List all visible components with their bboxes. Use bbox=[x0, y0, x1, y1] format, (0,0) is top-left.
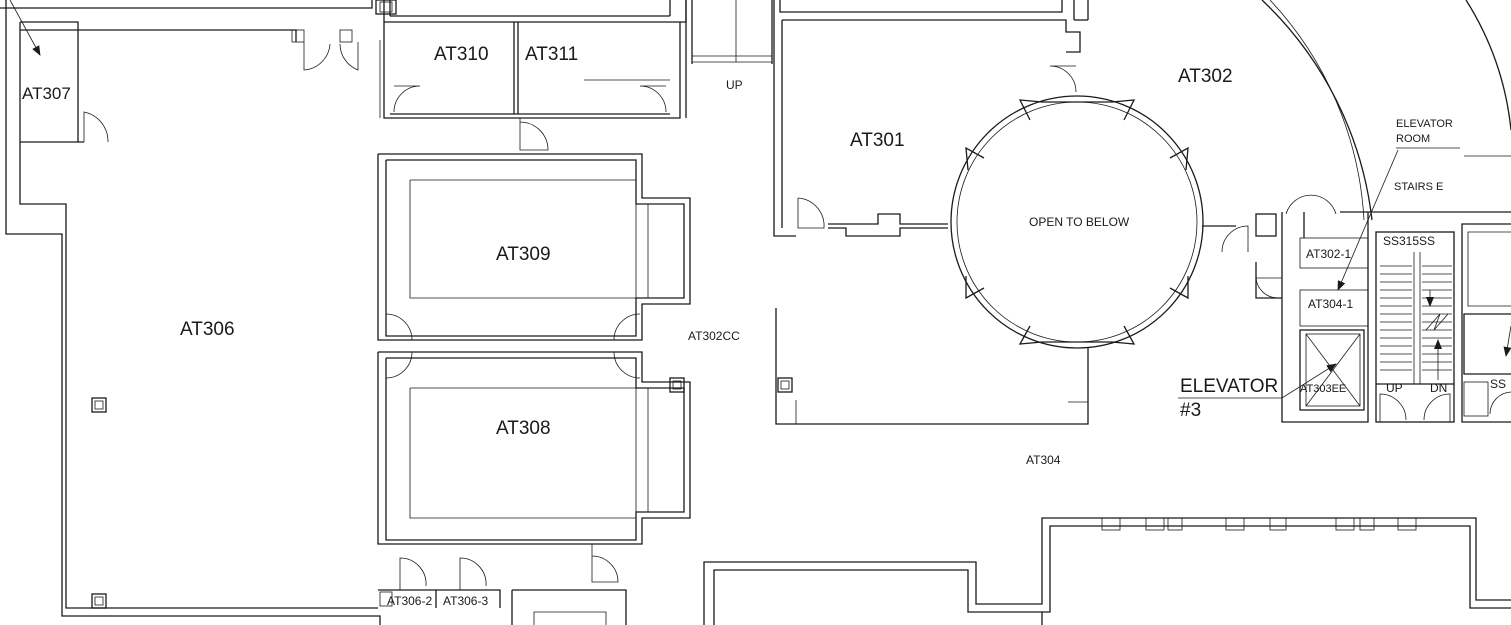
doors-at306-north[interactable] bbox=[291, 29, 359, 71]
room-label-at303ee: AT303EE bbox=[1300, 383, 1346, 395]
room-label-ss: SS bbox=[1490, 377, 1506, 391]
doors-stairs-e[interactable] bbox=[1379, 393, 1451, 422]
room-label-at308: AT308 bbox=[496, 418, 551, 439]
elevator-label-line2: #3 bbox=[1180, 400, 1201, 421]
door-at307[interactable] bbox=[83, 111, 109, 143]
room-label-at302: AT302 bbox=[1178, 66, 1233, 87]
structural-columns bbox=[91, 0, 793, 609]
at306-small-rooms bbox=[378, 589, 627, 625]
room-label-at304: AT304 bbox=[1026, 453, 1061, 467]
room-label-at310: AT310 bbox=[434, 44, 489, 65]
stairs-e-label: STAIRS E bbox=[1394, 181, 1443, 193]
south-east-walls bbox=[703, 517, 1511, 625]
stairs-ss-partial bbox=[1461, 223, 1511, 423]
elevator-leader bbox=[1178, 149, 1399, 399]
corridor-stair bbox=[691, 0, 773, 64]
room-label-at301: AT301 bbox=[850, 130, 905, 151]
room-labels: AT306 AT307 AT310 AT311 AT309 AT308 AT30… bbox=[22, 44, 1506, 608]
at304-walls bbox=[775, 308, 1089, 425]
at310-at311-walls bbox=[379, 0, 687, 119]
room-label-at307: AT307 bbox=[22, 84, 71, 103]
room-label-ss315ss: SS315SS bbox=[1383, 234, 1435, 248]
annotation-labels: UP ELEVATOR ROOM STAIRS E ELEVATOR #3 UP… bbox=[726, 78, 1453, 421]
elevator-room-label-line1: ELEVATOR bbox=[1396, 118, 1453, 130]
at302-walls bbox=[1261, 0, 1511, 221]
room-label-open-to-below: OPEN TO BELOW bbox=[1029, 215, 1130, 229]
room-label-at309: AT309 bbox=[496, 244, 551, 265]
stairs-e bbox=[1375, 231, 1455, 423]
elevator-room-label-line2: ROOM bbox=[1396, 133, 1430, 145]
at301-walls bbox=[773, 0, 1089, 237]
at308-walls bbox=[377, 351, 691, 545]
rotunda-open-to-below bbox=[950, 95, 1236, 349]
doors-at306-small[interactable] bbox=[399, 557, 487, 590]
doors-at301[interactable] bbox=[797, 65, 1077, 229]
room-label-at302cc: AT302CC bbox=[688, 329, 740, 343]
stairs-up-label: UP bbox=[1386, 381, 1403, 395]
room-label-at311: AT311 bbox=[525, 44, 578, 65]
stair-up-label: UP bbox=[726, 78, 743, 92]
room-label-at302-1: AT302-1 bbox=[1306, 247, 1351, 261]
elevator-label-line1: ELEVATOR bbox=[1180, 376, 1278, 397]
at309-walls bbox=[377, 153, 691, 341]
doors-at309[interactable] bbox=[385, 313, 641, 341]
west-wing-walls bbox=[0, 0, 381, 625]
doors-at308[interactable] bbox=[385, 351, 641, 583]
doors-core[interactable] bbox=[1221, 194, 1337, 299]
doors-at310-at311[interactable] bbox=[393, 85, 667, 151]
room-label-at306-2: AT306-2 bbox=[387, 594, 432, 608]
room-label-at306-3: AT306-3 bbox=[443, 594, 488, 608]
room-label-at306: AT306 bbox=[180, 319, 235, 340]
room-label-at304-1: AT304-1 bbox=[1308, 297, 1353, 311]
stairs-dn-label: DN bbox=[1430, 381, 1447, 395]
